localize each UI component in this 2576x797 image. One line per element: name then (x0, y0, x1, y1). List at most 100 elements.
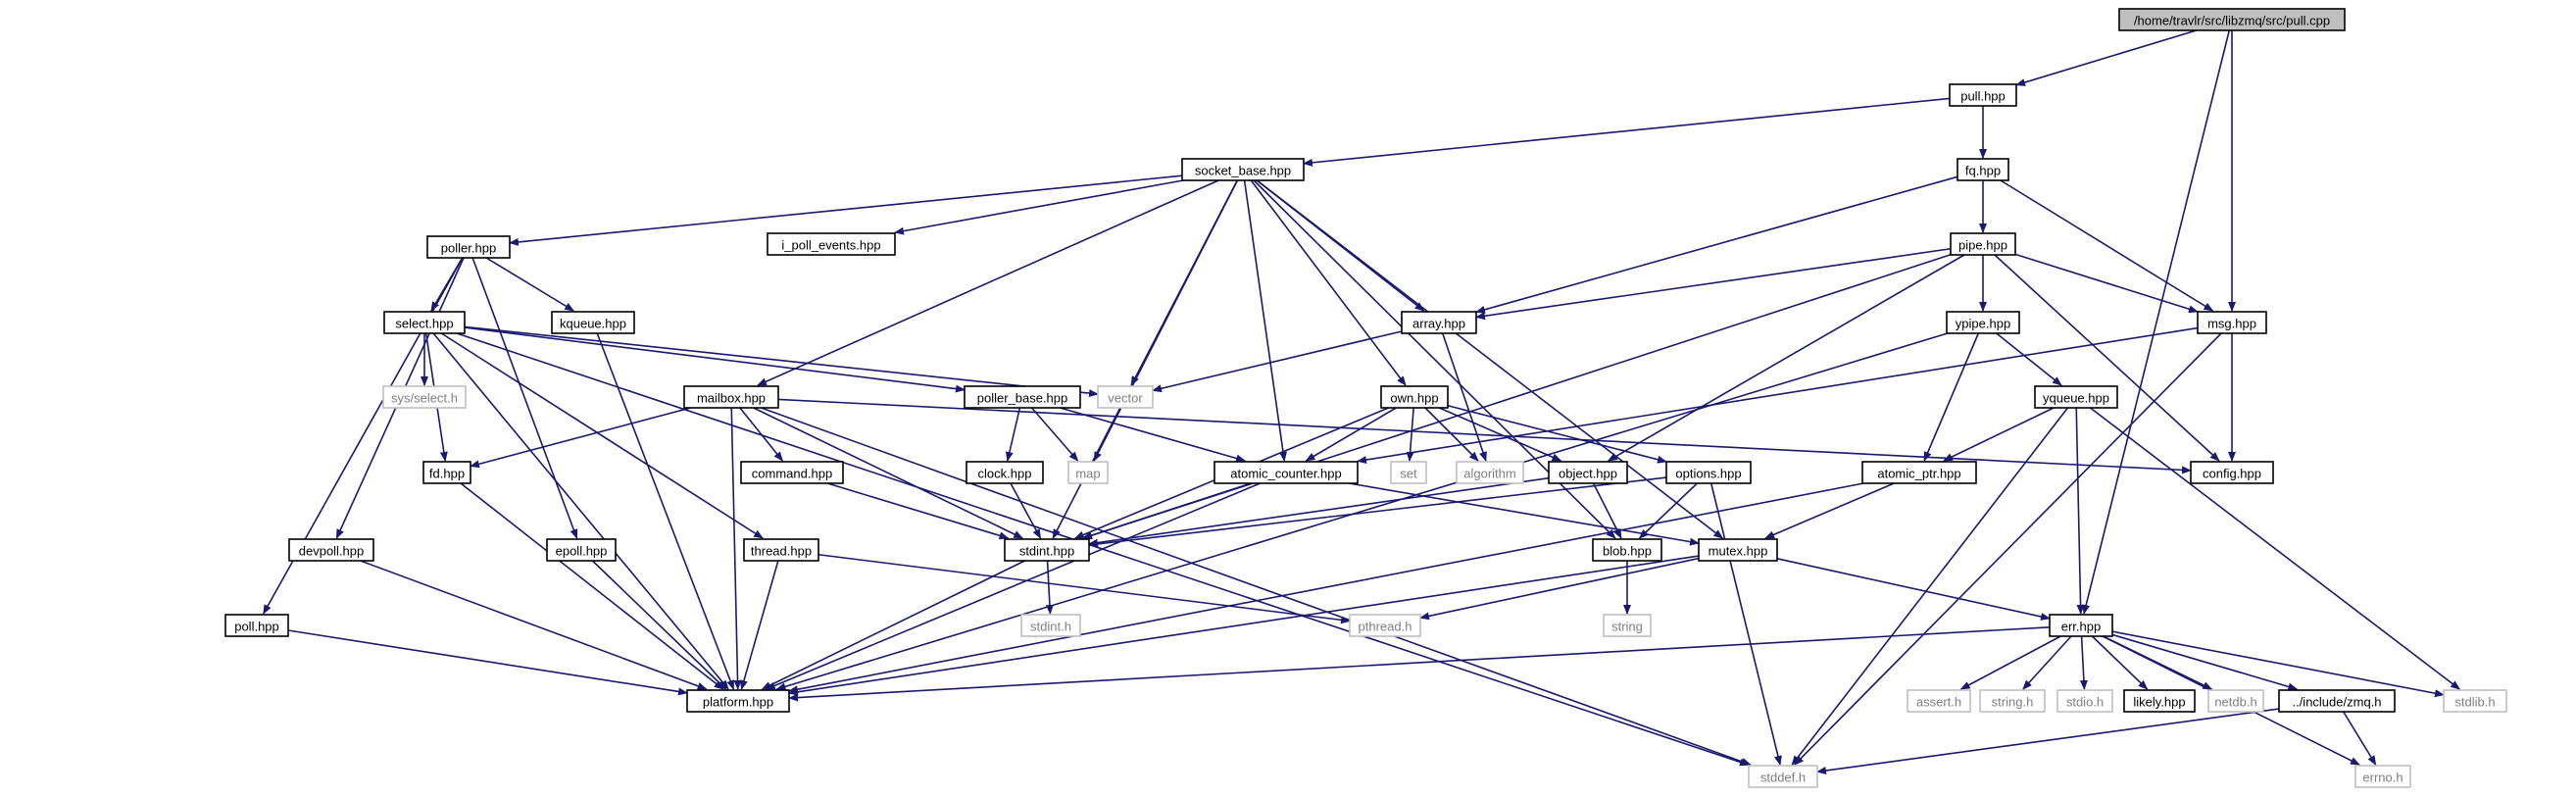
node-i_poll[interactable]: i_poll_events.hpp (767, 232, 896, 256)
edge-object-to-blob (1592, 482, 1622, 539)
node-label-stdint_h: stdint.h (1030, 620, 1071, 634)
node-stdio: stdio.h (2056, 689, 2113, 713)
node-poll[interactable]: poll.hpp (224, 614, 289, 637)
node-set: set (1390, 461, 1427, 484)
node-clock[interactable]: clock.hpp (966, 461, 1044, 484)
node-zmq_h[interactable]: ../include/zmq.h (2278, 689, 2396, 713)
node-fq[interactable]: fq.hpp (1957, 158, 2009, 181)
node-atomic_counter[interactable]: atomic_counter.hpp (1214, 461, 1359, 484)
node-select[interactable]: select.hpp (383, 311, 466, 334)
node-box-poll (224, 614, 289, 637)
node-label-pthread: pthread.h (1359, 620, 1412, 634)
node-yqueue[interactable]: yqueue.hpp (2034, 385, 2118, 409)
node-object[interactable]: object.hpp (1548, 461, 1628, 484)
edge-pipe-to-object (1607, 254, 1965, 462)
node-epoll[interactable]: epoll.hpp (546, 538, 617, 562)
node-poller[interactable]: poller.hpp (426, 235, 511, 259)
node-label-command: command.hpp (752, 467, 832, 481)
edge-ypipe-to-atomic_ptr (1923, 332, 1980, 462)
node-atomic_ptr[interactable]: atomic_ptr.hpp (1861, 461, 1977, 484)
node-box-msg (2197, 311, 2267, 334)
node-fd[interactable]: fd.hpp (422, 461, 471, 484)
edge-atomic_counter-to-mutex (1349, 482, 1700, 546)
edge-msg-to-atomic_counter (1357, 326, 2199, 464)
node-label-epoll: epoll.hpp (556, 544, 608, 559)
edge-command-to-stdint_hpp (826, 482, 1010, 540)
node-stdint_h: stdint.h (1020, 614, 1081, 637)
node-label-mailbox: mailbox.hpp (697, 391, 766, 406)
node-likely[interactable]: likely.hpp (2123, 689, 2196, 713)
node-label-err: err.hpp (2061, 620, 2101, 634)
node-stdint_hpp[interactable]: stdint.hpp (1004, 538, 1090, 562)
edge-poller_base-to-clock (1005, 407, 1021, 462)
node-label-map: map (1075, 467, 1100, 481)
edge-atomic_counter-to-stdint_hpp (1082, 482, 1254, 540)
edge-yqueue-to-atomic_ptr (1943, 407, 2055, 462)
edge-thread-to-pthread (817, 553, 1351, 624)
node-label-atomic_ptr: atomic_ptr.hpp (1877, 467, 1960, 481)
node-mutex[interactable]: mutex.hpp (1698, 538, 1778, 562)
node-label-atomic_counter: atomic_counter.hpp (1230, 467, 1341, 481)
edge-err-to-likely (2091, 635, 2149, 690)
edge-err-to-zmq_h (2111, 633, 2299, 691)
node-box-stddef (1748, 765, 1818, 788)
node-label-msg: msg.hpp (2207, 317, 2256, 331)
node-mailbox[interactable]: mailbox.hpp (683, 385, 779, 409)
node-box-mailbox (683, 385, 779, 409)
node-box-options (1665, 461, 1752, 484)
edge-mutex-to-pthread (1419, 557, 1700, 621)
node-label-fq: fq.hpp (1965, 164, 2001, 178)
edge-atomic_ptr-to-platform (788, 482, 1864, 694)
node-ypipe[interactable]: ypipe.hpp (1946, 311, 2020, 334)
node-config[interactable]: config.hpp (2190, 461, 2274, 484)
node-label-blob: blob.hpp (1603, 544, 1652, 559)
node-box-own (1380, 385, 1449, 409)
node-command[interactable]: command.hpp (740, 461, 844, 484)
node-label-yqueue: yqueue.hpp (2043, 391, 2109, 406)
node-box-fd (422, 461, 471, 484)
edge-poller-to-epoll (471, 257, 578, 539)
node-box-mutex (1698, 538, 1778, 562)
edge-err-to-platform (788, 625, 2051, 702)
node-options[interactable]: options.hpp (1665, 461, 1752, 484)
node-msg[interactable]: msg.hpp (2197, 311, 2267, 334)
node-netdb: netdb.h (2207, 689, 2264, 713)
node-array[interactable]: array.hpp (1401, 311, 1477, 334)
edge-zmq_h-to-stddef (1816, 708, 2280, 774)
node-thread[interactable]: thread.hpp (743, 538, 819, 562)
node-blob[interactable]: blob.hpp (1592, 538, 1662, 562)
node-box-atomic_ptr (1861, 461, 1977, 484)
edge-pipe-to-array (1475, 247, 1952, 321)
node-kqueue[interactable]: kqueue.hpp (551, 311, 635, 334)
dependency-edges (263, 29, 2461, 774)
node-box-array (1401, 311, 1477, 334)
node-label-i_poll: i_poll_events.hpp (781, 238, 880, 253)
node-own[interactable]: own.hpp (1380, 385, 1449, 409)
edge-mailbox-to-platform (730, 407, 742, 690)
node-vector: vector (1097, 385, 1154, 409)
node-pull_hpp[interactable]: pull.hpp (1949, 83, 2017, 107)
node-label-devpoll: devpoll.hpp (299, 544, 365, 559)
node-stddef: stddef.h (1748, 765, 1818, 788)
node-devpoll[interactable]: devpoll.hpp (288, 538, 374, 562)
node-label-options: options.hpp (1675, 467, 1741, 481)
node-pull_cpp[interactable]: /home/travlr/src/libzmq/src/pull.cpp (2118, 8, 2346, 31)
node-box-err (2049, 614, 2113, 637)
node-map: map (1067, 461, 1109, 484)
node-platform[interactable]: platform.hpp (686, 689, 790, 713)
node-err[interactable]: err.hpp (2049, 614, 2113, 637)
node-box-config (2190, 461, 2274, 484)
edge-err-to-stdlib (2111, 630, 2445, 698)
edge-ypipe-to-platform (775, 332, 1949, 691)
node-box-i_poll (767, 232, 896, 256)
node-box-atomic_counter (1214, 461, 1359, 484)
node-pipe[interactable]: pipe.hpp (1950, 232, 2016, 256)
node-box-likely (2123, 689, 2196, 713)
node-socket_base[interactable]: socket_base.hpp (1181, 158, 1305, 181)
node-poller_base[interactable]: poller_base.hpp (964, 385, 1081, 409)
node-box-map (1067, 461, 1109, 484)
node-box-poller (426, 235, 511, 259)
edge-thread-to-platform (740, 560, 779, 690)
edge-socket_base-to-blob (1253, 179, 1616, 539)
node-box-devpoll (288, 538, 374, 562)
